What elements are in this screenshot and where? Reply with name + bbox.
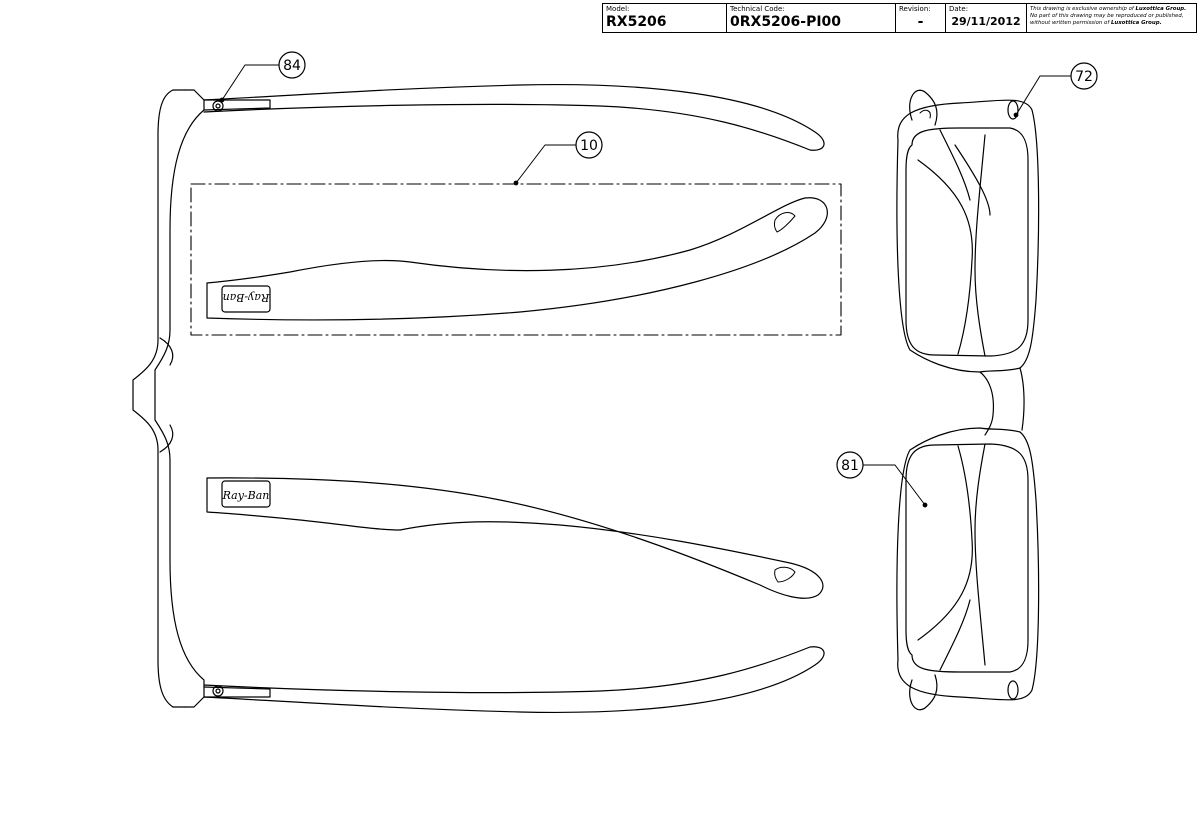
callout-81: [836, 451, 928, 508]
callout-84: [219, 51, 306, 103]
technical-code-value: 0RX5206-PI00: [730, 14, 842, 30]
notice-brand-2: Luxottica Group.: [1110, 20, 1162, 26]
callout-10-label: 10: [580, 138, 598, 154]
notice-brand-1: Luxottica Group.: [1135, 6, 1187, 12]
model-value: RX5206: [606, 14, 667, 30]
revision-value: -: [917, 14, 924, 30]
callout-10: [513, 131, 603, 186]
technical-code-label: Technical Code:: [730, 5, 785, 13]
notice-line-3: without written permission of: [1030, 20, 1110, 26]
date-label: Date:: [949, 5, 969, 13]
frame-front-view: [896, 89, 1040, 711]
inner-temple-detail-box: [190, 183, 842, 336]
callout-81-label: 81: [841, 458, 859, 474]
revision-cell: Revision: -: [896, 4, 946, 32]
callout-84-label: 84: [283, 58, 301, 74]
outer-temple-view: [206, 477, 824, 599]
callout-72: [1013, 62, 1098, 118]
ownership-notice: This drawing is exclusive ownership of L…: [1027, 4, 1196, 32]
temple-logo-inner: Ray-Ban: [223, 291, 271, 304]
date-cell: Date: 29/11/2012: [946, 4, 1027, 32]
date-value: 29/11/2012: [951, 15, 1021, 28]
model-label: Model:: [606, 5, 630, 13]
title-block: Model: RX5206 Technical Code: 0RX5206-PI…: [602, 3, 1197, 33]
model-cell: Model: RX5206: [603, 4, 727, 32]
frame-top-view: [132, 84, 825, 713]
notice-line-2: No part of this drawing may be reproduce…: [1030, 13, 1184, 19]
technical-code-cell: Technical Code: 0RX5206-PI00: [727, 4, 896, 32]
revision-label: Revision:: [899, 5, 931, 13]
callout-72-label: 72: [1075, 69, 1093, 85]
temple-logo-outer: Ray-Ban: [222, 489, 270, 502]
notice-line-1: This drawing is exclusive ownership of: [1030, 6, 1134, 12]
